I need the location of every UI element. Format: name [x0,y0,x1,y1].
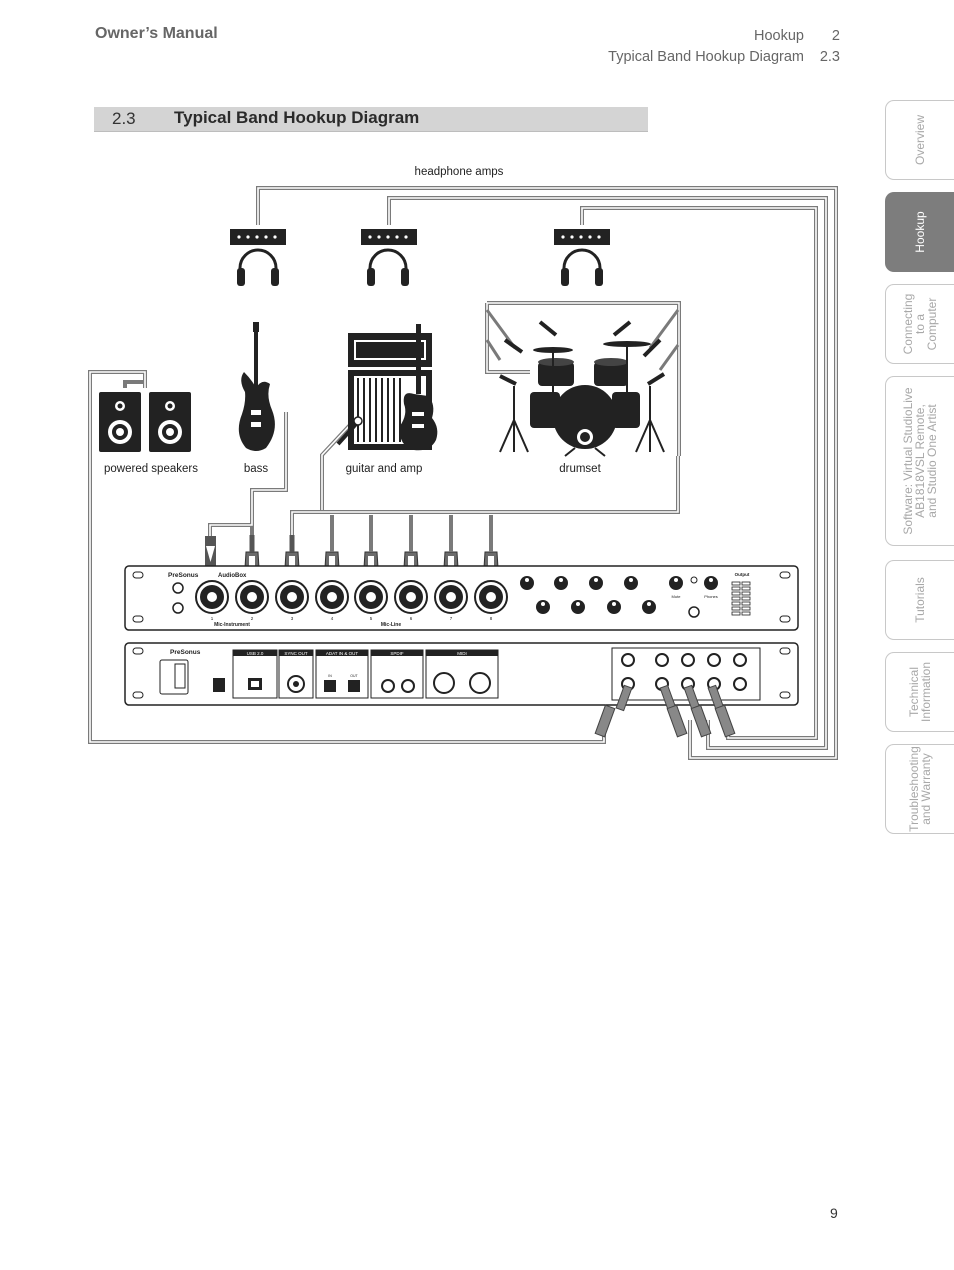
tab-hookup[interactable]: Hookup [885,192,954,272]
powered-speakers-label: powered speakers [104,463,198,475]
svg-text:PreSonus: PreSonus [170,649,201,656]
xlr-plug-1 [205,536,216,570]
audiobox-rear-panel: PreSonus USB 2.0 SYNC OUT ADAT IN & OUT … [124,642,799,706]
bass-guitar-icon [238,322,275,451]
chapter-number: 2 [831,28,840,44]
svg-text:4: 4 [331,616,334,621]
tab-software[interactable]: Software: Virtual StudioLive AB1818VSL R… [885,376,954,546]
xlr-plug-4 [324,515,340,577]
manual-title: Owner’s Manual [95,25,218,42]
headphone-amp-1 [230,229,286,245]
xlr-plug-2 [244,535,260,577]
svg-text:OUT: OUT [350,674,358,678]
tab-overview[interactable]: Overview [885,100,954,180]
front-model: AudioBox [218,573,247,579]
section-name: Typical Band Hookup Diagram [608,49,804,65]
tab-technical-information[interactable]: Technical Information [885,652,954,732]
microphone-icon [336,416,363,446]
speaker-icon [149,392,191,452]
tab-troubleshooting-and-warranty[interactable]: Troubleshooting and Warranty [885,744,954,834]
svg-text:3: 3 [291,616,294,621]
tab-connecting-to-a-computer[interactable]: Connecting to a Computer [885,284,954,364]
svg-text:7: 7 [450,616,453,621]
svg-text:MIDI: MIDI [457,651,467,656]
svg-text:SYNC OUT: SYNC OUT [284,651,308,656]
xlr-plug-7 [443,515,459,577]
xlr-plug-5 [363,515,379,577]
bass-label: bass [244,463,269,475]
drumset-icon [485,301,681,457]
page-number: 9 [830,1205,838,1221]
svg-text:USB 2.0: USB 2.0 [247,651,264,656]
section-number: 2.3 [819,49,840,65]
mic-line-label: Mic-Line [381,622,401,628]
headphone-amps-label: headphone amps [415,166,504,178]
svg-text:Output: Output [735,572,750,577]
headphones-icon [235,248,281,288]
headphones-icon [365,248,411,288]
section-heading-title: Typical Band Hookup Diagram [174,108,420,127]
svg-text:8: 8 [490,616,493,621]
mic-instrument-label: Mic-Instrument [214,622,250,628]
speaker-icon [99,392,141,452]
svg-text:Phones: Phones [704,594,718,599]
headphone-amp-2 [361,229,417,245]
chapter-name: Hookup [754,28,804,44]
headphone-amp-3 [554,229,610,245]
front-brand: PreSonus [168,572,199,579]
svg-text:Mute: Mute [672,594,682,599]
svg-text:1: 1 [211,616,214,621]
electric-guitar-icon [399,324,438,451]
headphones-icon [559,248,605,288]
drumset-label: drumset [559,463,601,475]
guitar-and-amp-label: guitar and amp [346,463,423,475]
tab-tutorials[interactable]: Tutorials [885,560,954,640]
svg-text:IN: IN [328,674,332,678]
svg-text:5: 5 [370,616,373,621]
running-header: Hookup 2 Typical Band Hookup Diagram 2.3 [608,26,840,68]
svg-text:ADAT IN & OUT: ADAT IN & OUT [326,651,359,656]
xlr-plug-3 [284,535,300,577]
xlr-plug-8 [483,515,499,577]
audiobox-front-panel: PreSonus AudioBox 1 2 3 4 5 6 7 8 Mic-In… [124,565,799,631]
svg-text:6: 6 [410,616,413,621]
section-heading: 2.3 Typical Band Hookup Diagram [94,107,648,132]
xlr-plug-6 [403,515,419,577]
svg-text:SPDIF: SPDIF [390,651,404,656]
trs-plugs [594,684,736,738]
svg-text:2: 2 [251,616,254,621]
section-heading-number: 2.3 [112,109,136,128]
